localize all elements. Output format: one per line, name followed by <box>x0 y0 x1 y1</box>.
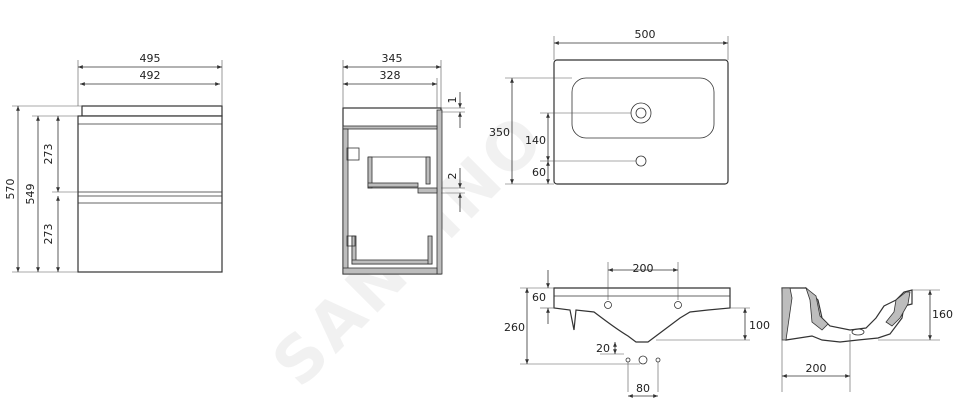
dim-rim-height: 60 <box>532 291 546 304</box>
dim-height-body: 549 <box>24 184 37 205</box>
cabinet-body <box>77 115 223 273</box>
dim-drain-width: 80 <box>636 382 650 395</box>
basin-bowl <box>571 77 715 139</box>
dim-width-inner: 492 <box>140 69 161 82</box>
drain-front <box>638 355 648 365</box>
dim-basin-width: 500 <box>635 28 656 41</box>
side-divider-panel <box>417 187 438 194</box>
basin-front-profile <box>553 287 731 343</box>
dim-tap-offset: 140 <box>525 134 546 147</box>
cabinet-top <box>81 105 223 117</box>
dim-depth-inner: 328 <box>380 69 401 82</box>
dim-drawer-top: 273 <box>42 144 55 165</box>
side-view: 345 328 1 2 <box>342 52 465 275</box>
dim-drain-offset: 20 <box>596 342 610 355</box>
dim-depth-outer: 345 <box>382 52 403 65</box>
dim-total-height: 260 <box>504 321 525 334</box>
dim-gap-mid: 2 <box>446 173 459 180</box>
dim-basin-depth: 350 <box>489 126 510 139</box>
dim-overflow-offset: 60 <box>532 166 546 179</box>
hole-left <box>604 301 612 309</box>
basin-top-view: 500 350 140 60 <box>489 28 729 185</box>
dim-bowl-depth: 100 <box>749 319 770 332</box>
drain-inner <box>635 107 647 119</box>
basin-front-view: 200 60 260 100 20 80 <box>504 262 770 398</box>
section-drain <box>851 328 865 336</box>
handle-lower <box>346 235 356 247</box>
handle-upper <box>346 147 360 161</box>
dim-gap-top: 1 <box>446 97 459 104</box>
basin-section-view: 160 200 <box>781 286 953 392</box>
basin-outline <box>553 59 729 185</box>
hole-right <box>674 301 682 309</box>
side-top-panel <box>342 125 438 130</box>
front-view: 495 492 570 549 273 273 <box>4 52 223 273</box>
side-bottom-panel <box>342 267 438 275</box>
dim-drawer-bottom: 273 <box>42 224 55 245</box>
dim-section-height: 160 <box>932 308 953 321</box>
dim-section-depth: 200 <box>806 362 827 375</box>
dim-hole-spacing: 200 <box>633 262 654 275</box>
dim-height-total: 570 <box>4 179 17 200</box>
dim-width-outer: 495 <box>140 52 161 65</box>
side-back-panel <box>436 109 443 275</box>
